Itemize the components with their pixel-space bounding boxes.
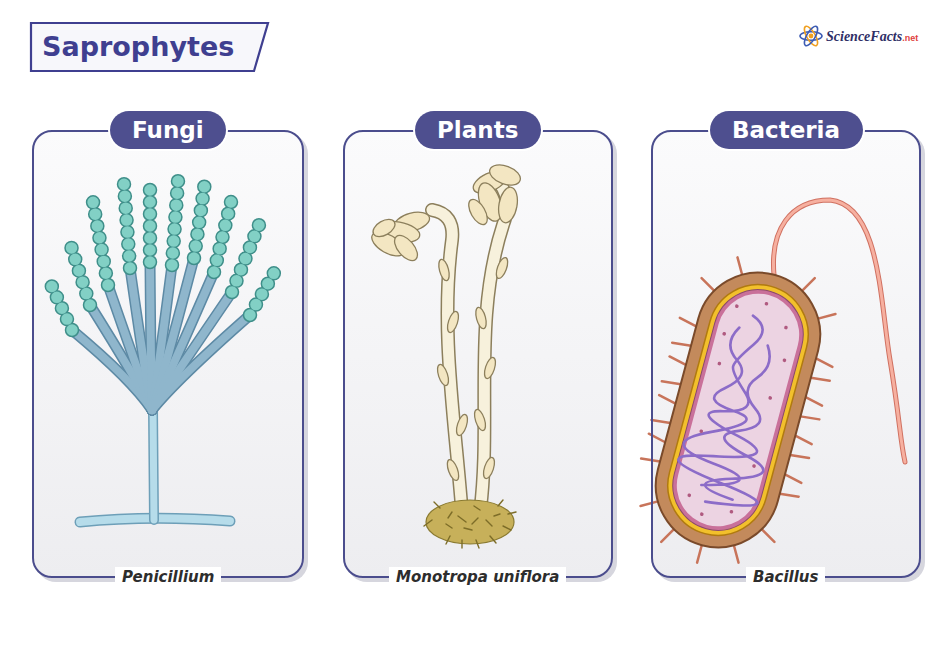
card-grounds <box>32 130 925 582</box>
caption-patch: Bacillus <box>746 567 825 587</box>
caption-patch: Penicillium <box>115 567 221 587</box>
category-pill: Bacteria <box>710 111 863 149</box>
title-box: Saprophytes <box>30 22 269 72</box>
monotropa-drawing <box>368 161 523 548</box>
logo-atom-icon <box>800 24 822 47</box>
logo-domain: .net <box>902 33 918 43</box>
title-text: Saprophytes <box>30 22 234 72</box>
category-card: Monotropa unifloraPlants <box>343 130 613 578</box>
category-pill: Fungi <box>110 111 226 149</box>
penicillium-drawing <box>47 175 274 522</box>
logo-text: ScienceFacts <box>826 29 902 44</box>
title-shape <box>31 23 268 71</box>
caption-patch: Monotropa uniflora <box>389 567 566 587</box>
species-caption: Penicillium <box>122 567 214 587</box>
category-card: PenicilliumFungi <box>32 130 304 578</box>
category-heading: Bacteria <box>710 111 862 149</box>
category-card: BacillusBacteria <box>651 130 921 578</box>
category-heading: Plants <box>415 111 540 149</box>
bacillus-drawing <box>619 247 854 584</box>
species-caption: Monotropa uniflora <box>396 567 559 587</box>
logo-wordmark: ScienceFacts.net <box>826 26 918 45</box>
category-pill: Plants <box>415 111 541 149</box>
category-heading: Fungi <box>110 111 226 149</box>
species-caption: Bacillus <box>753 567 818 587</box>
